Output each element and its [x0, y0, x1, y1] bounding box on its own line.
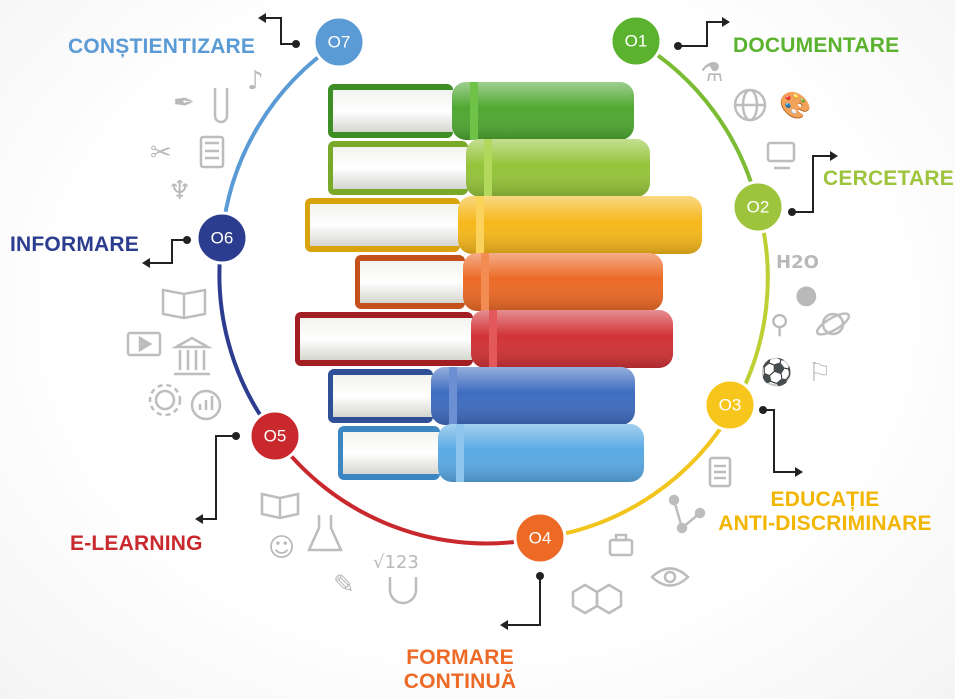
book-blue	[328, 367, 635, 425]
node-2: O2	[731, 180, 785, 234]
node-1: O1	[609, 14, 663, 68]
ring-arc-1-2	[634, 39, 760, 208]
node-5: O5	[248, 409, 302, 463]
scissors-icon: ✂	[150, 138, 172, 168]
briefcase-icon	[608, 533, 634, 557]
ring-arc-3-4	[539, 404, 737, 540]
label-formare-line2: CONTINUĂ	[403, 670, 517, 693]
computer-icon	[766, 141, 796, 170]
connector-4	[508, 576, 541, 626]
connector-arrows	[142, 13, 838, 630]
apple-icon: ●	[795, 280, 818, 310]
label-documentare: DOCUMENTARE	[733, 34, 900, 57]
connector-dots	[183, 40, 796, 580]
film-icon	[126, 331, 162, 357]
book-icon-2	[161, 288, 207, 320]
book-icon	[260, 492, 300, 520]
palette-icon: 🎨	[779, 91, 812, 121]
globe-icon	[733, 88, 767, 122]
building-icon	[171, 336, 213, 376]
label-e-learning: E-LEARNING	[70, 532, 203, 555]
tripod-icon: ⚐	[808, 358, 832, 388]
chart-icon	[190, 389, 222, 421]
label-constientizare: CONȘTIENTIZARE	[68, 35, 256, 58]
svg-text:O7: O7	[328, 33, 351, 52]
svg-text:O4: O4	[529, 529, 552, 548]
ring-arc-6-7	[220, 40, 341, 239]
gear-icon	[148, 383, 182, 417]
label-formare: FORMARE CONTINUĂ	[370, 646, 550, 694]
decorative-icons	[126, 88, 851, 615]
book-yellow	[305, 196, 702, 254]
reader-icon: ☺	[268, 533, 296, 563]
label-cercetare: CERCETARE	[823, 167, 954, 190]
book-green-dark	[328, 82, 634, 140]
connector-6	[150, 239, 187, 264]
label-educatie: EDUCAȚIE ANTI-DISCRIMINARE	[700, 488, 950, 536]
ring-arc-4-5	[273, 434, 541, 546]
telescope-icon: ⚲	[770, 310, 790, 340]
sports-icon: ⚽	[760, 358, 793, 388]
connector-3	[763, 409, 795, 473]
connector-2	[792, 155, 830, 213]
lyre-icon: ♆	[168, 176, 192, 206]
microscope-icon: ⚗	[700, 58, 724, 88]
svg-text:O2: O2	[747, 198, 770, 217]
pen-icon: ✒	[173, 88, 195, 118]
node-3: O3	[703, 378, 757, 432]
book-red	[295, 310, 673, 368]
flask-icon	[307, 515, 343, 552]
book-stack	[295, 82, 702, 482]
book-orange	[355, 253, 663, 311]
connector-7	[266, 17, 296, 45]
node-6: O6	[195, 211, 249, 265]
label-educatie-line2: ANTI-DISCRIMINARE	[718, 512, 932, 535]
document-icon	[708, 456, 732, 488]
svg-text:O3: O3	[719, 396, 742, 415]
svg-text:O6: O6	[211, 229, 234, 248]
ring-arc-5-6	[217, 237, 277, 438]
svg-text:O5: O5	[264, 427, 287, 446]
book-light-blue	[338, 424, 644, 482]
book-lime	[328, 139, 650, 197]
svg-text:O1: O1	[625, 32, 648, 51]
connector-1	[678, 21, 722, 47]
sqrt-icon: √123	[373, 552, 419, 573]
label-informare: INFORMARE	[10, 233, 139, 256]
feather-icon: ✎	[333, 570, 355, 600]
h2o-icon: H2O	[776, 252, 819, 273]
label-educatie-line1: EDUCAȚIE	[770, 488, 880, 511]
planet-icon	[815, 312, 851, 336]
label-formare-line1: FORMARE	[406, 646, 514, 669]
node-7: O7	[312, 15, 366, 69]
node-4: O4	[513, 511, 567, 565]
connectors	[150, 17, 830, 626]
molecule-icon	[668, 494, 706, 534]
magnet-icon	[388, 577, 418, 605]
eye-icon	[650, 567, 690, 587]
connector-5	[203, 435, 236, 520]
hexagon-icon	[571, 583, 623, 615]
testtube-icon	[213, 88, 229, 124]
calculator-icon	[199, 135, 225, 169]
music-icon: ♪	[247, 66, 264, 96]
